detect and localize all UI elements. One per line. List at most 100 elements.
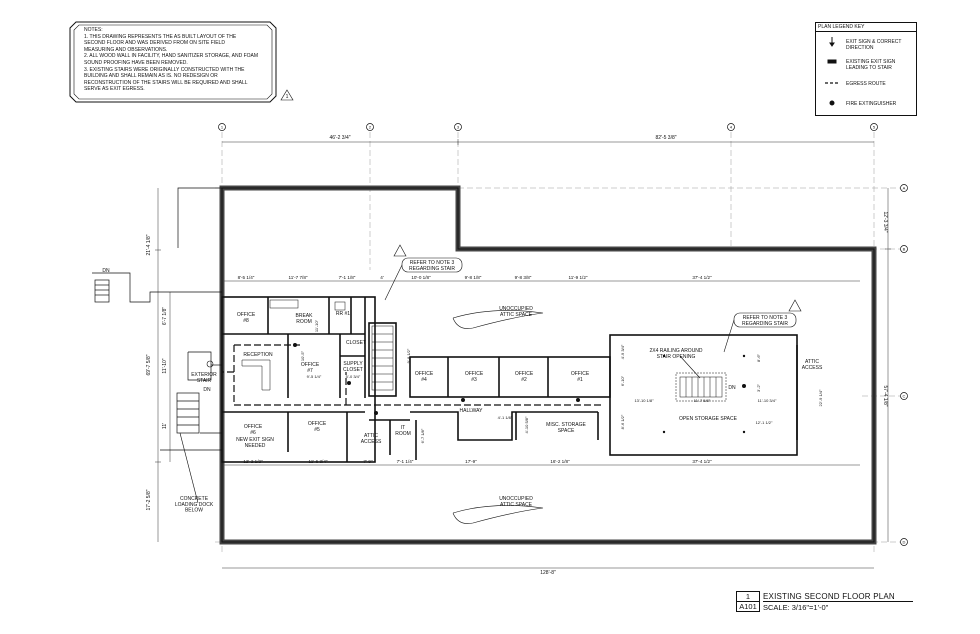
fire-extinguisher-icon [461,398,465,402]
dimension-text: 82'-5 3/8" [655,135,676,141]
dimension-text: 46'-2 3/4" [329,135,350,141]
revision-triangle-icon [280,89,294,101]
room-label-rr1: RR #1 [336,311,350,317]
dimension-text: 11'-10" [314,319,319,332]
stair-exit-sign-icon [827,59,837,64]
grid-row-label: C [903,394,906,399]
dimension-text: 69'-7 5/8" [146,354,152,375]
room-label-closet: CLOSET [346,340,366,346]
fire-extinguisher-icon [293,343,297,347]
dimension-text: 7'-1 1/8" [339,275,356,280]
stair-direction-label: DN [102,268,110,274]
room-label-open-storage: OPEN STORAGE SPACE [679,416,738,422]
fire-extinguisher-icons [293,343,746,434]
notes-line: 1. THIS DRAWING REPRESENTS THE AS BUILT … [84,33,237,40]
notes-line: SOUND PROOFING HAVE BEEN REMOVED. [84,59,188,66]
dimension-text: 128'-8" [540,570,556,576]
legend-icons [825,37,839,106]
legend-item-egress-route: EGRESS ROUTE [846,81,886,87]
dimension-text: 9'-8 1/2" [406,348,411,363]
dimension-text: 10'-5" [300,350,305,361]
room-label-office-3: OFFICE#3 [465,371,484,383]
fire-extinguisher-icon [347,381,351,385]
dimension-text: 57'-4 1/8" [882,385,888,406]
dimension-text: 11'-7 7/8" [288,275,307,280]
dimension-text: 8'-6 1/2" [620,414,625,429]
dimension-text: 10'-0 1/8" [411,275,431,280]
dimension-text: 5'-0 3/4" [346,374,361,379]
exterior-left [92,187,222,451]
dimension-text: 4' [380,275,384,280]
revision-clouds [179,244,802,524]
dimension-text: 4'-9 3/4" [620,344,625,359]
notes-line: SERVE AS EXIT EGRESS. [84,86,145,93]
revision-mark: 1 [286,94,289,100]
dimension-row-lower: 12'-2 1/2" 11'-6 3/4" 7'-9" 7'-1 1/4" 17… [243,459,712,464]
dimension-text: 17'-9" [465,459,477,464]
drawing-title: EXISTING SECOND FLOOR PLAN [763,592,895,601]
dimension-text: 37'-4 1/2" [692,459,712,464]
dimension-text: 22'-9 1/4" [818,389,823,406]
dimension-text: 11'-10" [162,358,168,373]
legend-item-fire-extinguisher: FIRE EXTINGUISHER [846,101,897,107]
notes-title: NOTES: [84,27,103,33]
notes-line: SECOND FLOOR AND WAS DERIVED FROM ON SIT… [84,40,225,47]
room-label-office-8: OFFICE#8 [237,312,256,324]
grid-lines [215,132,902,555]
dimension-text: 11' [162,423,168,429]
grid-col-label: 2 [369,125,372,130]
notes-line: BUILDING AND SHALL REMAIN AS IS. NO REDE… [84,73,218,80]
dimension-text: 12'-2 1/2" [243,459,263,464]
dimension-text: 11'-10 3/4" [758,398,777,403]
dimension-text: 13'-10 1/8" [634,398,654,403]
stair-direction-label: DN [203,387,211,393]
dimension-text: 11'-7 5/8" [694,398,711,403]
dimension-row-upper: 8'-5 1/4" 11'-7 7/8" 7'-1 1/8" 4' 10'-0 … [238,275,712,280]
general-notes: NOTES: 1. THIS DRAWING REPRESENTS THE AS… [84,27,264,93]
dimension-text: 6'-7 1/8" [162,307,168,326]
drawing-title-block: 1 A101 EXISTING SECOND FLOOR PLAN SCALE:… [736,591,932,613]
grid-col-label: 5 [873,125,876,130]
legend-title: PLAN LEGEND KEY [816,23,916,32]
dimension-text: 21'-4 1/8" [146,234,152,255]
outer-dimensions: 46'-2 3/4" 82'-5 3/8" 128'-8" 12'-3 3/4"… [146,135,888,576]
room-label-reception: RECEPTION [243,352,273,358]
dimension-text: 4'-10 5/8" [524,416,529,433]
exit-sign-icon [829,37,835,47]
office-walls [221,296,798,463]
dimension-text: 7'-1 1/4" [397,459,414,464]
dimension-text: 12'-1 1/2" [756,420,773,425]
drawing-scale: SCALE: 3/16"=1'-0" [763,603,829,612]
room-label-office-1: OFFICE#1 [571,371,590,383]
dimension-text: 6'-10" [620,375,625,386]
notes-line: MEASURING AND OBSERVATIONS. [84,46,168,53]
egress-route [222,344,604,406]
fire-extinguisher-icon [576,398,580,402]
dimension-interior: 9'-5 1/4" 5'-0 3/4" 11'-10" 10'-5" 12'-1… [300,319,823,443]
dimension-text: 11'-6 3/4" [308,459,327,464]
plan-legend: PLAN LEGEND KEY EXIT SIGN & CORRECT DIRE… [815,22,917,116]
dimension-text: 9'-8 3/8" [515,275,532,280]
grid-row-label: D [903,540,906,545]
grid-col-label: 4 [730,125,733,130]
room-label-hallway: HALLWAY [460,408,484,414]
dimension-text: 3'-2" [756,383,761,392]
legend-item-existing-exit: EXISTING EXIT SIGN LEADING TO STAIR [846,59,896,71]
sheet-id: A101 [736,601,760,612]
dimension-text: 17'-2 5/8" [146,489,152,510]
dimension-text: 12'-3 3/4" [882,211,888,232]
dimension-text: 8'-5 1/4" [238,275,255,280]
fire-extinguisher-icon [742,384,746,388]
